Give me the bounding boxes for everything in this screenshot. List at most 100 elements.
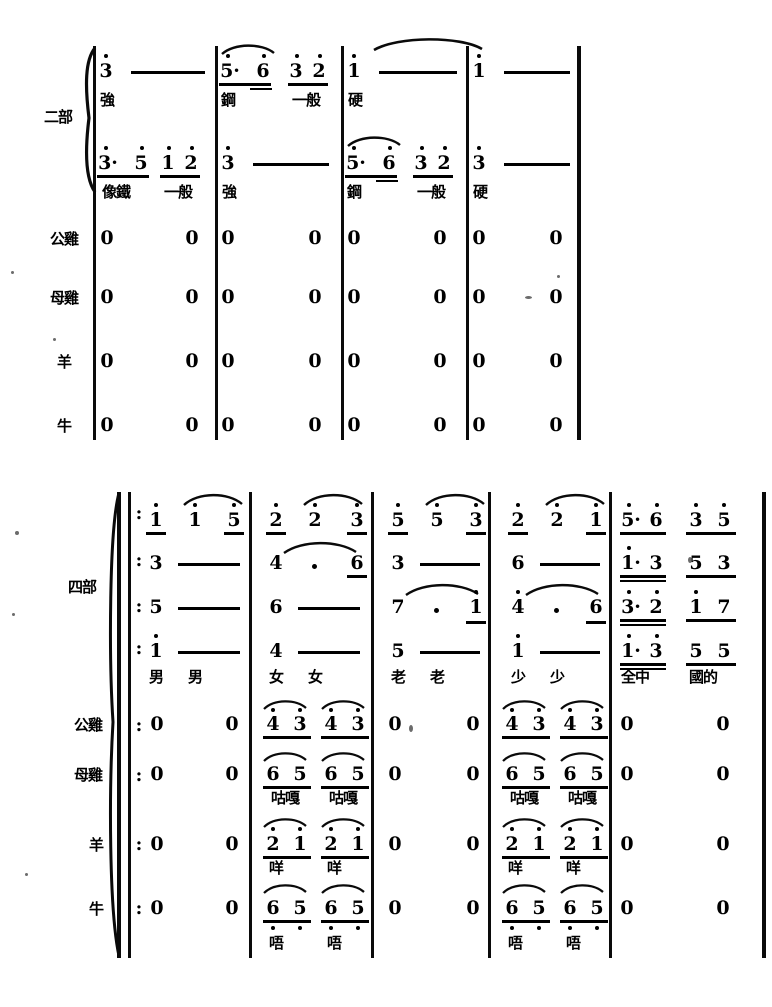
rest: 0 (549, 286, 563, 308)
note: 6 (649, 509, 663, 531)
octave-dot (232, 503, 236, 507)
slur (346, 134, 402, 148)
note: 3· (621, 596, 641, 618)
animal-row-label: 母雞 (73, 766, 103, 784)
note: 2 (266, 833, 280, 855)
barline-upper-end (577, 46, 581, 440)
note: 1 (469, 596, 483, 618)
animal-syllable: 唔 (326, 934, 342, 952)
lyric: 少 (510, 668, 526, 686)
slur (262, 816, 308, 828)
slur (372, 36, 484, 52)
duration-dash (131, 71, 205, 74)
rest: 0 (716, 897, 730, 919)
repeat-colon: : (135, 503, 143, 524)
rest: 0 (225, 763, 239, 785)
augmentation-dot (312, 564, 317, 569)
note: 5 (351, 897, 365, 919)
note: 6 (589, 596, 603, 618)
note: 4 (511, 596, 525, 618)
lyric: 老 (429, 668, 445, 686)
animal-row-label: 牛 (88, 900, 104, 918)
slur (262, 750, 308, 762)
note: 3 (414, 152, 428, 174)
animal-row-label: 公雞 (49, 230, 79, 248)
note: 3 (221, 152, 235, 174)
beam (250, 88, 272, 90)
slur (424, 492, 486, 506)
note: 3 (351, 713, 365, 735)
rest: 0 (433, 414, 447, 436)
slur (501, 750, 547, 762)
rest: 0 (185, 227, 199, 249)
note: 1 (347, 60, 361, 82)
slur (282, 540, 358, 554)
slur (559, 750, 605, 762)
beam (502, 736, 550, 739)
beam (160, 175, 200, 178)
duration-dash (379, 71, 457, 74)
rest: 0 (225, 897, 239, 919)
octave-dot (722, 503, 726, 507)
octave-dot (298, 827, 302, 831)
note: 6 (266, 763, 280, 785)
octave-dot (262, 54, 266, 58)
lyric: 一般 (291, 91, 321, 109)
animal-syllable: 咕嘎 (328, 789, 358, 807)
barline-lower-end (762, 492, 766, 958)
lyric: 國的 (688, 668, 718, 686)
octave-dot (474, 503, 478, 507)
note: 5 (293, 897, 307, 919)
rest: 0 (466, 897, 480, 919)
rest: 0 (225, 713, 239, 735)
rest: 0 (549, 350, 563, 372)
system-brace-lower (103, 490, 121, 960)
scan-speck (688, 557, 692, 563)
lyric: 男 (187, 668, 203, 686)
note: 1 (689, 596, 703, 618)
beam (388, 532, 408, 535)
note: 1 (188, 509, 202, 531)
rest: 0 (620, 713, 634, 735)
barline-upper-3 (466, 46, 469, 440)
octave-dot (140, 146, 144, 150)
octave-dot-low (595, 926, 599, 930)
rest: 0 (347, 414, 361, 436)
note: 3 (689, 509, 703, 531)
duration-dash (298, 607, 360, 610)
rest: 0 (433, 350, 447, 372)
note: 6 (324, 897, 338, 919)
octave-dot-low (271, 926, 275, 930)
rest: 0 (549, 414, 563, 436)
scan-speck (409, 725, 413, 732)
lyric: 強 (99, 91, 115, 109)
rest: 0 (308, 350, 322, 372)
octave-dot (655, 590, 659, 594)
rest: 0 (472, 414, 486, 436)
note: 2 (308, 509, 322, 531)
note: 2 (184, 152, 198, 174)
barline-lower-4 (609, 492, 612, 958)
duration-dash (178, 563, 240, 566)
beam (560, 786, 608, 789)
animal-row-label: 牛 (56, 417, 72, 435)
duration-dash (178, 607, 240, 610)
octave-dot (477, 54, 481, 58)
part-label-upper: 二部 (44, 108, 73, 126)
repeat-colon: : (135, 834, 143, 855)
slur (559, 816, 605, 828)
octave-dot (104, 146, 108, 150)
slur (320, 698, 366, 710)
octave-dot-low (356, 926, 360, 930)
octave-dot (627, 503, 631, 507)
octave-dot-low (510, 926, 514, 930)
octave-dot (329, 827, 333, 831)
octave-dot (694, 503, 698, 507)
upper-system: 二部 3 強 5· 6 鋼 3 (0, 0, 772, 460)
beam (620, 668, 666, 670)
note: 5 (351, 763, 365, 785)
beam (620, 532, 666, 535)
note: 1 (511, 640, 525, 662)
rest: 0 (185, 286, 199, 308)
